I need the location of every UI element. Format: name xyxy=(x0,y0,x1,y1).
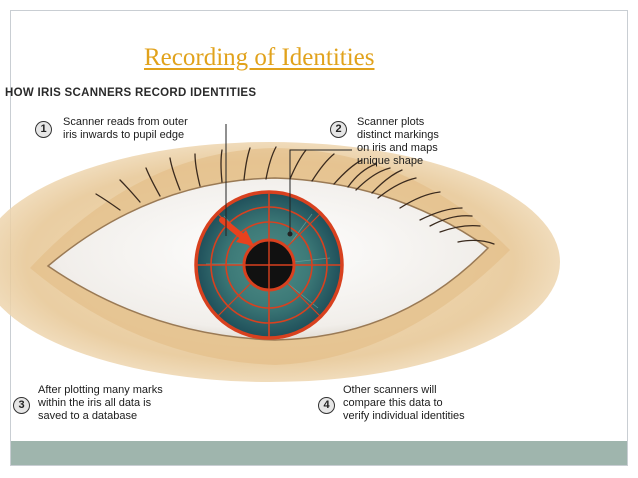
step-number-badge: 1 xyxy=(35,121,52,138)
step-number-badge: 2 xyxy=(330,121,347,138)
slide-title[interactable]: Recording of Identities xyxy=(144,44,375,71)
step-number-badge: 3 xyxy=(13,397,30,414)
eyelashes xyxy=(95,146,495,245)
step-text: Scanner reads from outer iris inwards to… xyxy=(63,116,188,141)
step-text: Scanner plots distinct markings on iris … xyxy=(357,116,439,167)
pupil xyxy=(242,238,296,292)
slide-footer-bar xyxy=(11,441,627,465)
callout-lines xyxy=(225,124,352,237)
step-text: After plotting many marks within the iri… xyxy=(38,384,163,422)
diagram-heading: HOW IRIS SCANNERS RECORD IDENTITIES xyxy=(5,87,257,99)
step-text: Other scanners will compare this data to… xyxy=(343,384,465,422)
step-number-badge: 4 xyxy=(318,397,335,414)
